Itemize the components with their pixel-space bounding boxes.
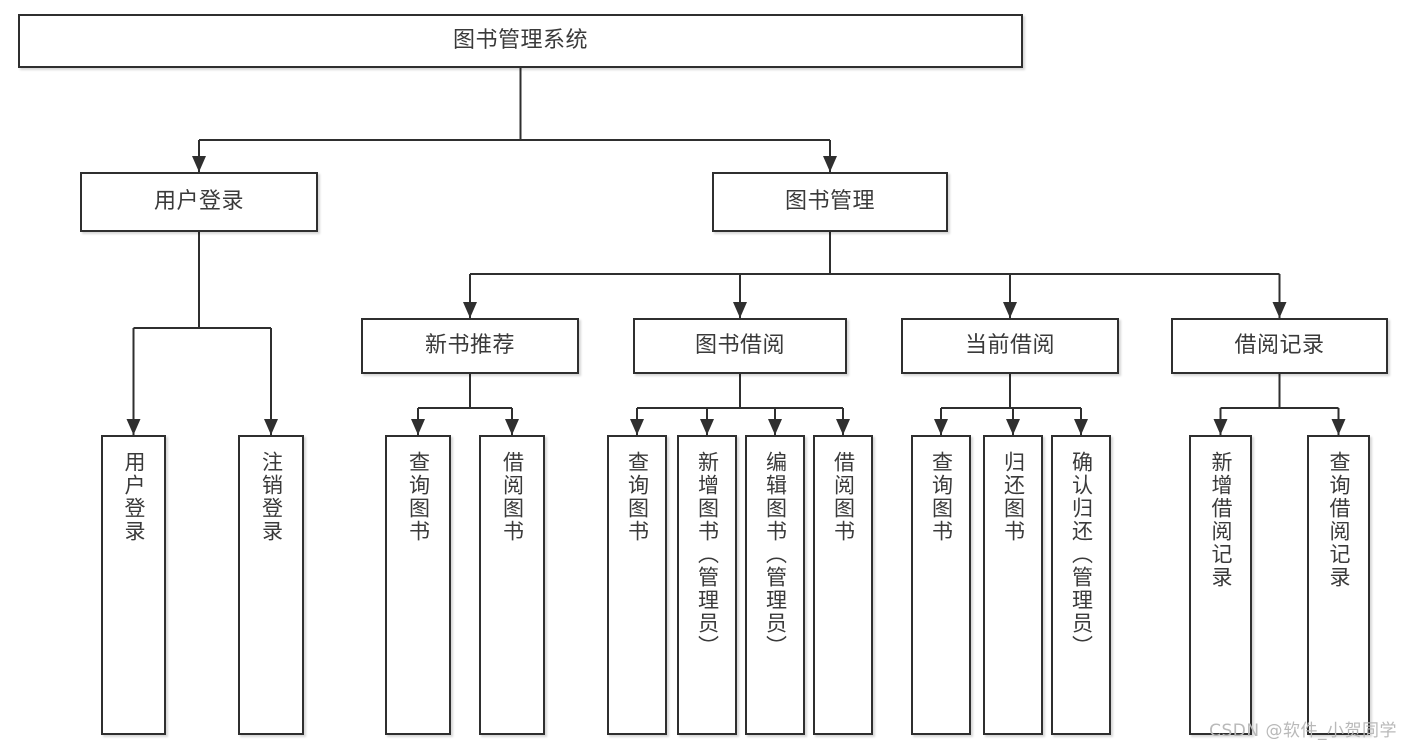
node-label: 图书管理 [784,188,875,214]
node-leaf-edit-book[interactable]: 编辑图书（管理员） [745,435,805,735]
node-label: 确认归还（管理员） [1069,451,1094,658]
arrowhead-icon [1213,419,1228,435]
node-label: 新增借阅记录 [1209,451,1233,589]
node-new-book-rec[interactable]: 新书推荐 [361,318,579,374]
node-label: 注销登录 [259,451,284,543]
node-current-borrow[interactable]: 当前借阅 [901,318,1119,374]
arrowhead-icon [264,419,278,435]
arrowhead-icon [1006,419,1020,435]
arrowhead-icon [630,419,644,435]
node-leaf-borrow-book-b[interactable]: 借阅图书 [813,435,873,735]
arrowhead-icon [1003,302,1017,318]
arrowhead-icon [505,419,519,435]
arrowhead-icon [411,419,425,435]
node-leaf-query-book-c[interactable]: 查询图书 [911,435,971,735]
arrowhead-icon [823,156,837,172]
node-label: 查询图书 [625,451,650,543]
arrowhead-icon [1272,302,1287,318]
node-label: 当前借阅 [964,332,1055,358]
arrowhead-icon [126,419,141,435]
node-label: 借阅图书 [831,451,856,543]
node-leaf-return-book[interactable]: 归还图书 [983,435,1043,735]
arrowhead-icon [463,302,477,318]
node-label: 图书借阅 [694,332,785,358]
arrowhead-icon [1074,419,1088,435]
node-label: 归还图书 [1001,451,1026,543]
node-label: 新书推荐 [424,332,515,358]
node-label: 新增图书（管理员） [695,451,720,658]
watermark-text: CSDN @软件_小贺同学 [1209,721,1397,741]
node-user-login[interactable]: 用户登录 [80,172,318,232]
node-leaf-add-record[interactable]: 新增借阅记录 [1189,435,1252,735]
node-label: 查询图书 [929,451,954,543]
arrowhead-icon [768,419,782,435]
node-leaf-query-book-rec[interactable]: 查询图书 [385,435,451,735]
node-label: 查询借阅记录 [1327,451,1351,589]
node-leaf-user-login[interactable]: 用户登录 [101,435,166,735]
node-label: 借阅记录 [1234,332,1325,358]
node-leaf-logout[interactable]: 注销登录 [238,435,304,735]
node-label: 用户登录 [122,451,146,543]
arrowhead-icon [934,419,948,435]
node-label: 用户登录 [153,188,244,214]
node-book-borrow[interactable]: 图书借阅 [633,318,847,374]
arrowhead-icon [836,419,850,435]
node-leaf-borrow-book-rec[interactable]: 借阅图书 [479,435,545,735]
node-root[interactable]: 图书管理系统 [18,14,1023,68]
arrowhead-icon [192,156,206,172]
arrowhead-icon [700,419,714,435]
node-book-manage[interactable]: 图书管理 [712,172,948,232]
arrowhead-icon [733,302,747,318]
node-borrow-record[interactable]: 借阅记录 [1171,318,1388,374]
arrowhead-icon [1331,419,1346,435]
node-label: 借阅图书 [500,451,525,543]
node-leaf-add-book[interactable]: 新增图书（管理员） [677,435,737,735]
node-leaf-query-book-b[interactable]: 查询图书 [607,435,667,735]
node-leaf-query-record[interactable]: 查询借阅记录 [1307,435,1370,735]
node-label: 查询图书 [406,451,431,543]
node-label: 编辑图书（管理员） [763,451,788,658]
node-label: 图书管理系统 [452,27,588,53]
node-leaf-confirm-return[interactable]: 确认归还（管理员） [1051,435,1111,735]
